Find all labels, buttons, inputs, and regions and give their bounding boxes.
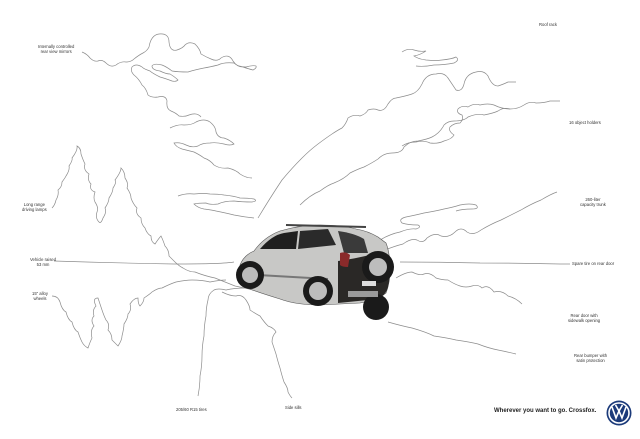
cloud-line-1 (169, 119, 253, 179)
crossfox-car-image (236, 224, 394, 320)
driving-lamps-line (51, 145, 254, 291)
slogan: Wherever you want to go. Crossfox. (494, 408, 597, 414)
object-holders-cloud (401, 103, 511, 147)
trunk-line (384, 191, 558, 251)
roof-rack-line (257, 71, 516, 219)
spare-tire-line (399, 261, 570, 265)
rear-bumper-line (387, 321, 517, 355)
label-roof-rack: Roof rack (539, 22, 557, 27)
alloy-wheels-line (51, 279, 227, 349)
mirrors-line (81, 33, 257, 118)
label-tires: 205/60 R15 tires (176, 407, 207, 412)
roof-rack-return (401, 48, 458, 67)
label-object-holders: 16 object holders (569, 120, 601, 125)
tires-line (197, 287, 247, 397)
label-spare-tire: Spare tire on rear door (572, 261, 615, 266)
cloud-line-2 (177, 193, 256, 219)
vw-logo-icon (606, 400, 632, 426)
side-sills-line (221, 291, 293, 399)
rear-door-line (395, 271, 523, 305)
trunk-cloud (379, 203, 478, 241)
vehicle-raised-line (53, 260, 235, 265)
object-holders-line (299, 100, 560, 206)
label-side-sills: Side sills (285, 405, 302, 410)
